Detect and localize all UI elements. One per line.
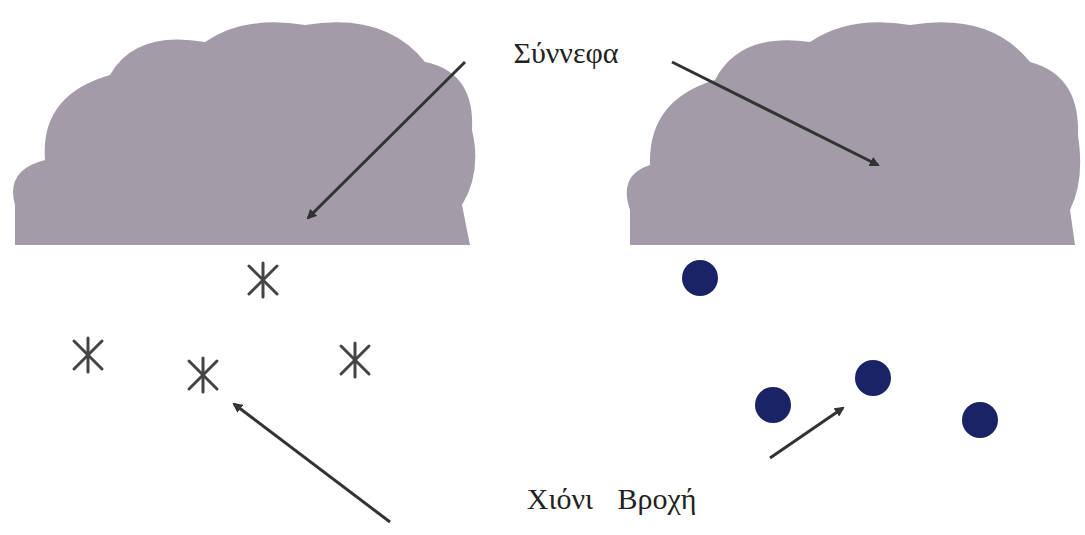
snow-label: Χιόνι <box>527 482 593 515</box>
cloud <box>13 22 475 245</box>
leader-arrow <box>234 62 878 522</box>
cloud <box>627 22 1081 245</box>
clouds-label: Σύννεφα <box>513 36 618 69</box>
snowflake <box>74 263 369 392</box>
rain-label: Βροχή <box>618 482 697 515</box>
